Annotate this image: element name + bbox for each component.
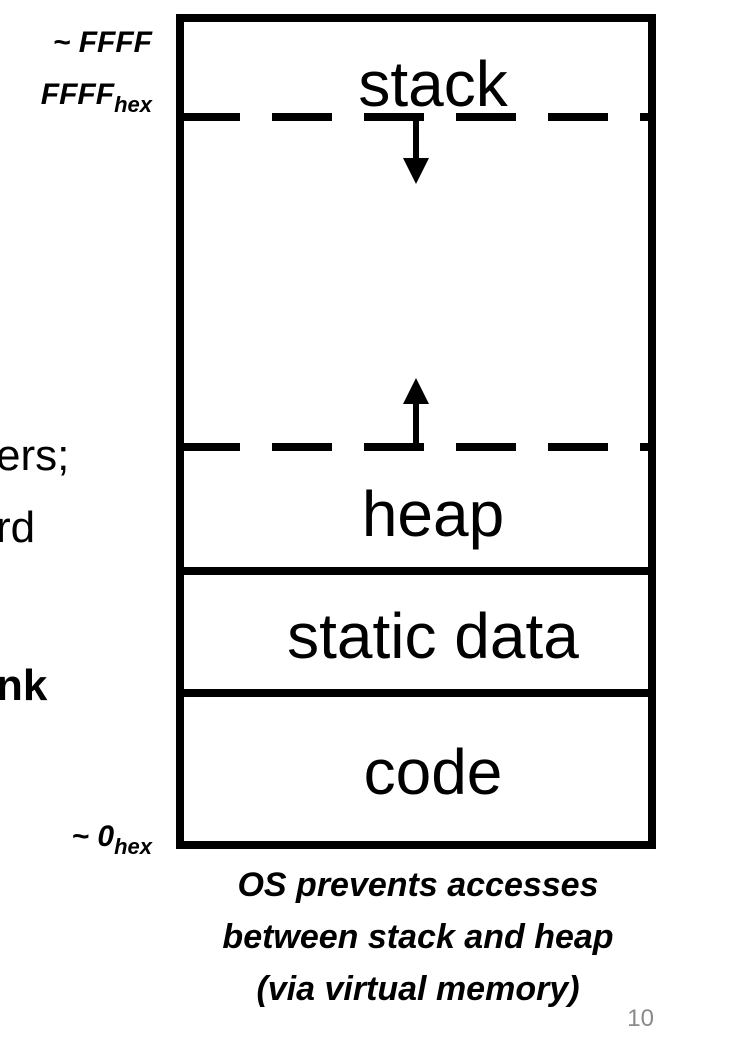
heap-label: heap bbox=[362, 478, 504, 550]
bottom-address-subscript: hex bbox=[114, 834, 153, 859]
stack-label: stack bbox=[358, 48, 508, 120]
bottom-address: ~ 0hex bbox=[72, 820, 153, 859]
left-text-fragment-2: rd bbox=[0, 503, 35, 552]
code-label: code bbox=[364, 736, 503, 808]
top-address-main: FFFF bbox=[41, 78, 115, 111]
top-address-line1: ~ FFFF bbox=[53, 26, 153, 59]
left-text-fragment-3: nk bbox=[0, 661, 48, 710]
top-address-line2: FFFFhex bbox=[41, 78, 153, 117]
static-data-label: static data bbox=[287, 600, 579, 672]
caption-line-3: (via virtual memory) bbox=[256, 970, 579, 1008]
caption-line-2: between stack and heap bbox=[222, 918, 613, 956]
memory-box-outline bbox=[176, 14, 656, 849]
left-text-fragment-1: ers; bbox=[0, 431, 69, 480]
bottom-address-main: ~ 0 bbox=[72, 820, 115, 853]
slide-number: 10 bbox=[627, 1005, 654, 1032]
caption-line-1: OS prevents accesses bbox=[237, 866, 598, 904]
stack-growth-arrow bbox=[403, 120, 429, 184]
heap-growth-arrow bbox=[403, 378, 429, 443]
top-address-subscript: hex bbox=[114, 92, 153, 117]
